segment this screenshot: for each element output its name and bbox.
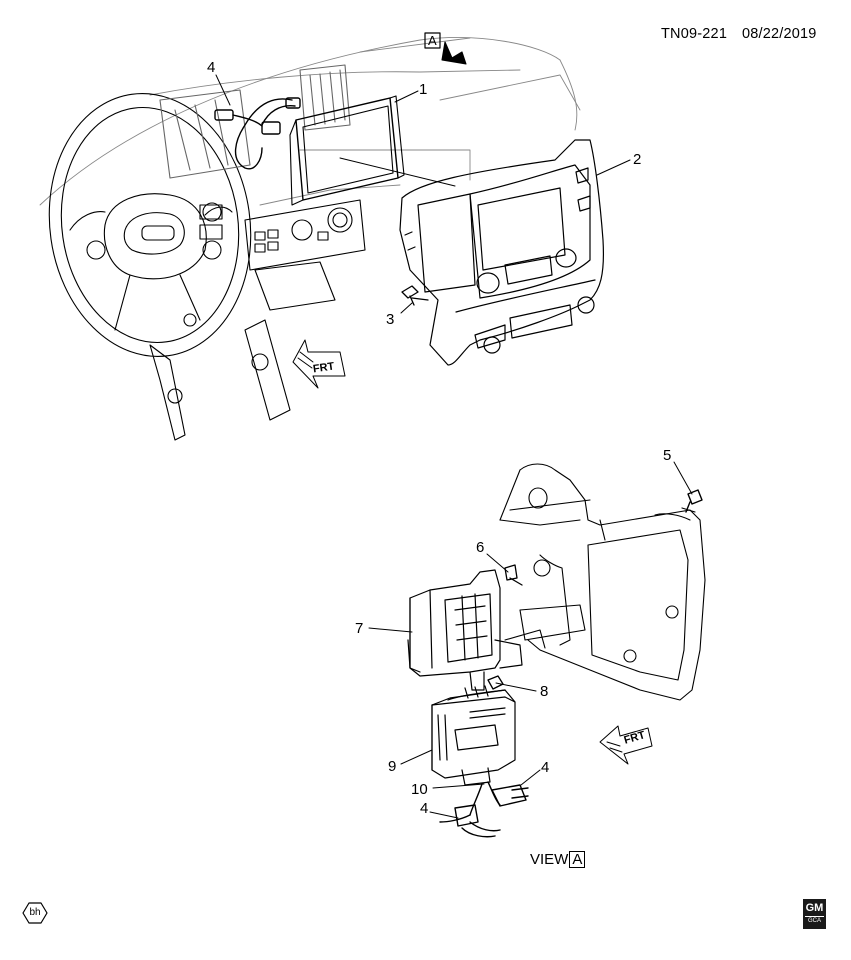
view-a-arrow [424, 32, 467, 65]
part-3-fastener [401, 285, 429, 306]
diagram-date: 08/22/2019 [742, 26, 817, 42]
callout-2: 2 [633, 151, 642, 168]
gm-logo: GM GCA [803, 899, 826, 929]
part-4-harness-upper [214, 97, 301, 170]
part-9-module [431, 685, 516, 786]
callout-4-left: 4 [420, 800, 429, 817]
callout-4-right: 4 [541, 759, 550, 776]
badge-code: bh [29, 907, 41, 918]
steering-wheel [48, 92, 252, 358]
callout-5: 5 [663, 447, 672, 464]
gm-logo-sub: GCA [805, 916, 824, 925]
frt-arrow-upper [292, 339, 346, 389]
callout-9: 9 [388, 758, 397, 775]
gm-logo-mark: GM [805, 902, 824, 914]
view-label-text: VIEW [530, 851, 569, 868]
badge-hexagon [22, 902, 48, 924]
diagram-code: TN09-221 [661, 26, 728, 42]
leader-lines [215, 74, 693, 819]
lower-bracket [149, 261, 336, 441]
callout-8: 8 [540, 683, 549, 700]
dashboard-outline [39, 37, 581, 206]
view-a-marker-letter: A [428, 33, 437, 48]
part-2-bezel [399, 139, 605, 366]
callout-3: 3 [386, 311, 395, 328]
part-8-nut [487, 675, 504, 690]
upper-vents [159, 64, 351, 179]
view-label-letter: A [569, 851, 586, 868]
callout-1: 1 [419, 81, 428, 98]
ip-frame [499, 463, 706, 701]
climate-controls [199, 199, 366, 271]
callout-7: 7 [355, 620, 364, 637]
callout-10: 10 [411, 781, 428, 798]
frt-arrow-lower [599, 725, 653, 765]
part-6-clip [504, 564, 523, 586]
part-7-bracket [407, 569, 523, 691]
callout-4-upper: 4 [207, 59, 216, 76]
part-1-display [289, 95, 405, 206]
callout-6: 6 [476, 539, 485, 556]
badge: bh [22, 900, 48, 926]
part-5-bolt [685, 489, 703, 513]
part-10-harness [439, 781, 529, 838]
